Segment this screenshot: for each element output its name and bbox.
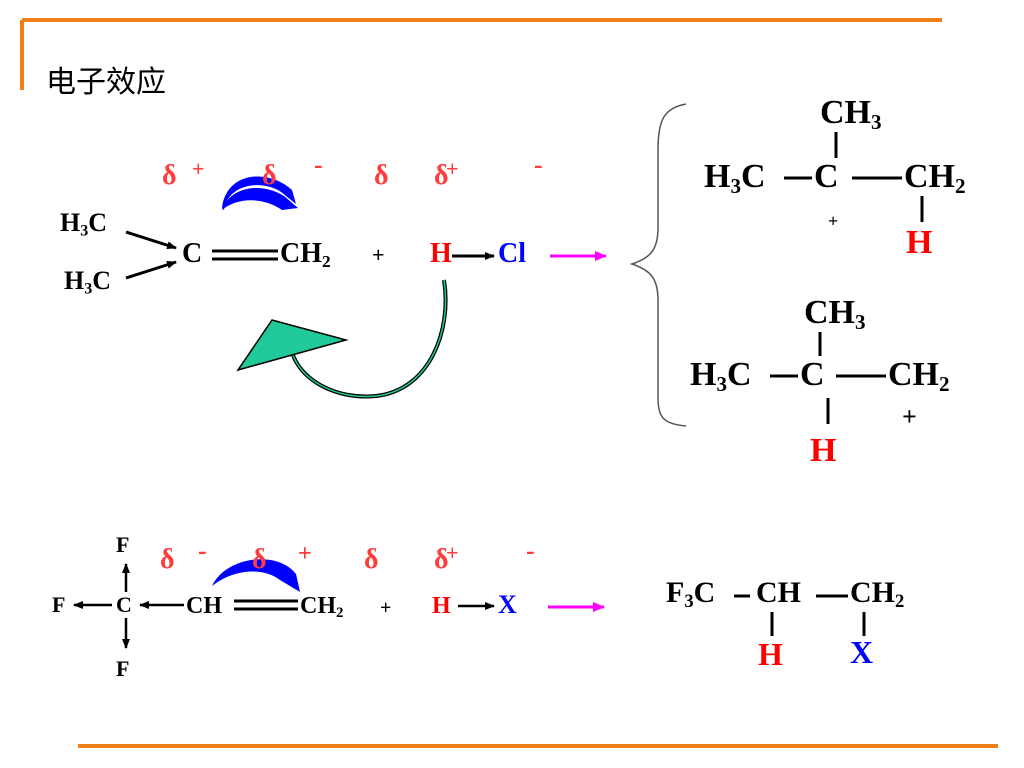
- prod2-hydrogen: H: [758, 636, 783, 672]
- prod2-halogen: X: [850, 634, 874, 670]
- electron-shift-arrow-2: [212, 559, 300, 592]
- slide-title: 电子效应: [46, 65, 166, 100]
- reagent-chlorine: Cl: [498, 238, 526, 269]
- prodA-methylene: CH2: [904, 158, 966, 198]
- delta-label: δ: [252, 544, 267, 575]
- delta-sign: -: [534, 150, 543, 179]
- methyl-bottom: H3C: [64, 266, 112, 298]
- alkene-terminal: CH2: [280, 238, 331, 271]
- reagent-halogen-x: X: [498, 590, 517, 619]
- electron-shift-arrow: [222, 176, 296, 210]
- prod2-ch2: CH2: [850, 576, 905, 613]
- delta-label: δ: [434, 544, 449, 575]
- methyl-top: H3C: [60, 208, 108, 240]
- prod2-ch: CH: [756, 576, 801, 609]
- prodA-center-carbon: C: [814, 158, 839, 195]
- plus-sign-2: +: [380, 597, 392, 619]
- prodA-methyl-left: H3C: [704, 158, 766, 198]
- prodA-hydrogen: H: [906, 224, 933, 261]
- alkene-terminal-2: CH2: [300, 593, 344, 622]
- prodB-methylene: CH2: [888, 356, 950, 396]
- delta-sign: +: [192, 156, 205, 181]
- delta-label: δ: [262, 160, 277, 191]
- cf3-carbon: C: [116, 592, 132, 617]
- prodB-charge: +: [902, 402, 917, 431]
- reagent-hydrogen-2: H: [432, 593, 451, 619]
- delta-label: δ: [160, 544, 175, 575]
- prodA-methyl-top: CH3: [820, 94, 882, 134]
- delta-label: δ: [374, 160, 389, 191]
- reagent-hydrogen: H: [430, 238, 452, 269]
- plus-sign: +: [372, 242, 385, 267]
- fluorine-left: F: [52, 592, 66, 617]
- delta-sign: +: [446, 540, 459, 565]
- delta-sign: +: [446, 156, 459, 181]
- alkene-carbon: C: [182, 238, 203, 269]
- delta-label: δ: [364, 544, 379, 575]
- delta-sign: -: [198, 536, 207, 565]
- proton-attack-curve-inner: [291, 279, 447, 398]
- prodB-methyl-left: H3C: [690, 356, 752, 396]
- prod2-cf3: F3C: [666, 576, 716, 613]
- delta-sign: -: [314, 150, 323, 179]
- inductive-arrow-bottom: [125, 260, 177, 280]
- delta-sign: -: [526, 536, 535, 565]
- product-brace: [629, 103, 687, 427]
- prodB-center-carbon: C: [800, 356, 825, 393]
- delta-label: δ: [162, 160, 177, 191]
- inductive-arrow-top: [125, 230, 177, 250]
- prodB-hydrogen: H: [810, 432, 837, 469]
- prodB-methyl-top: CH3: [804, 294, 866, 334]
- green-arrowhead: [236, 319, 349, 372]
- delta-sign: +: [298, 541, 312, 567]
- electron-shift-arrow-body: [222, 187, 298, 210]
- alkene-ch: CH: [186, 593, 222, 619]
- fluorine-bottom: F: [116, 656, 130, 681]
- delta-label: δ: [434, 160, 449, 191]
- prodA-charge: +: [828, 211, 839, 231]
- fluorine-top: F: [116, 532, 130, 557]
